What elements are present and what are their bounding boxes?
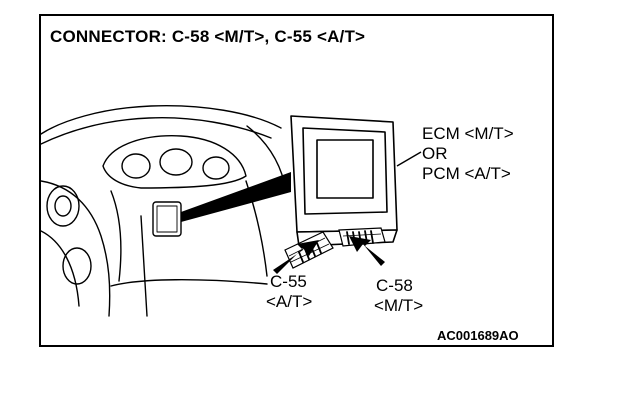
arrow-c55 bbox=[273, 240, 319, 274]
ecu-module-inner bbox=[302, 127, 388, 215]
unit-label-line1: ECM <M/T> bbox=[422, 124, 514, 143]
instrument-cluster bbox=[102, 135, 247, 189]
unit-label-line3: PCM <A/T> bbox=[422, 164, 511, 183]
figure-id: AC001689AO bbox=[437, 328, 519, 343]
side-vent bbox=[46, 185, 80, 227]
left-panel-curve bbox=[41, 180, 111, 317]
diagram-title: CONNECTOR: C-58 <M/T>, C-55 <A/T> bbox=[50, 27, 366, 46]
column-line bbox=[140, 215, 148, 317]
connector-c55-name: C-55 bbox=[270, 272, 307, 291]
side-vent-inner bbox=[54, 195, 72, 217]
dashboard-top-line bbox=[41, 105, 282, 135]
ecu-module-panel bbox=[316, 139, 374, 199]
pointer-wedge bbox=[181, 172, 291, 222]
arrow-c58 bbox=[349, 236, 385, 266]
gauge-left bbox=[121, 153, 151, 179]
connector-c55-variant: <A/T> bbox=[266, 292, 313, 311]
connector-c58-name: C-58 bbox=[376, 276, 413, 295]
gauge-center bbox=[159, 148, 193, 176]
knee-vent bbox=[62, 247, 92, 285]
dashboard-top-line-2 bbox=[41, 117, 272, 145]
connector-c58-variant: <M/T> bbox=[374, 296, 424, 315]
lower-dash bbox=[110, 279, 268, 287]
center-console bbox=[110, 190, 122, 282]
module-leader-line bbox=[396, 151, 422, 167]
left-panel-curve-2 bbox=[41, 230, 80, 307]
gauge-right bbox=[202, 156, 230, 180]
unit-label-line2: OR bbox=[422, 144, 448, 163]
dashboard-illustration bbox=[41, 105, 422, 317]
